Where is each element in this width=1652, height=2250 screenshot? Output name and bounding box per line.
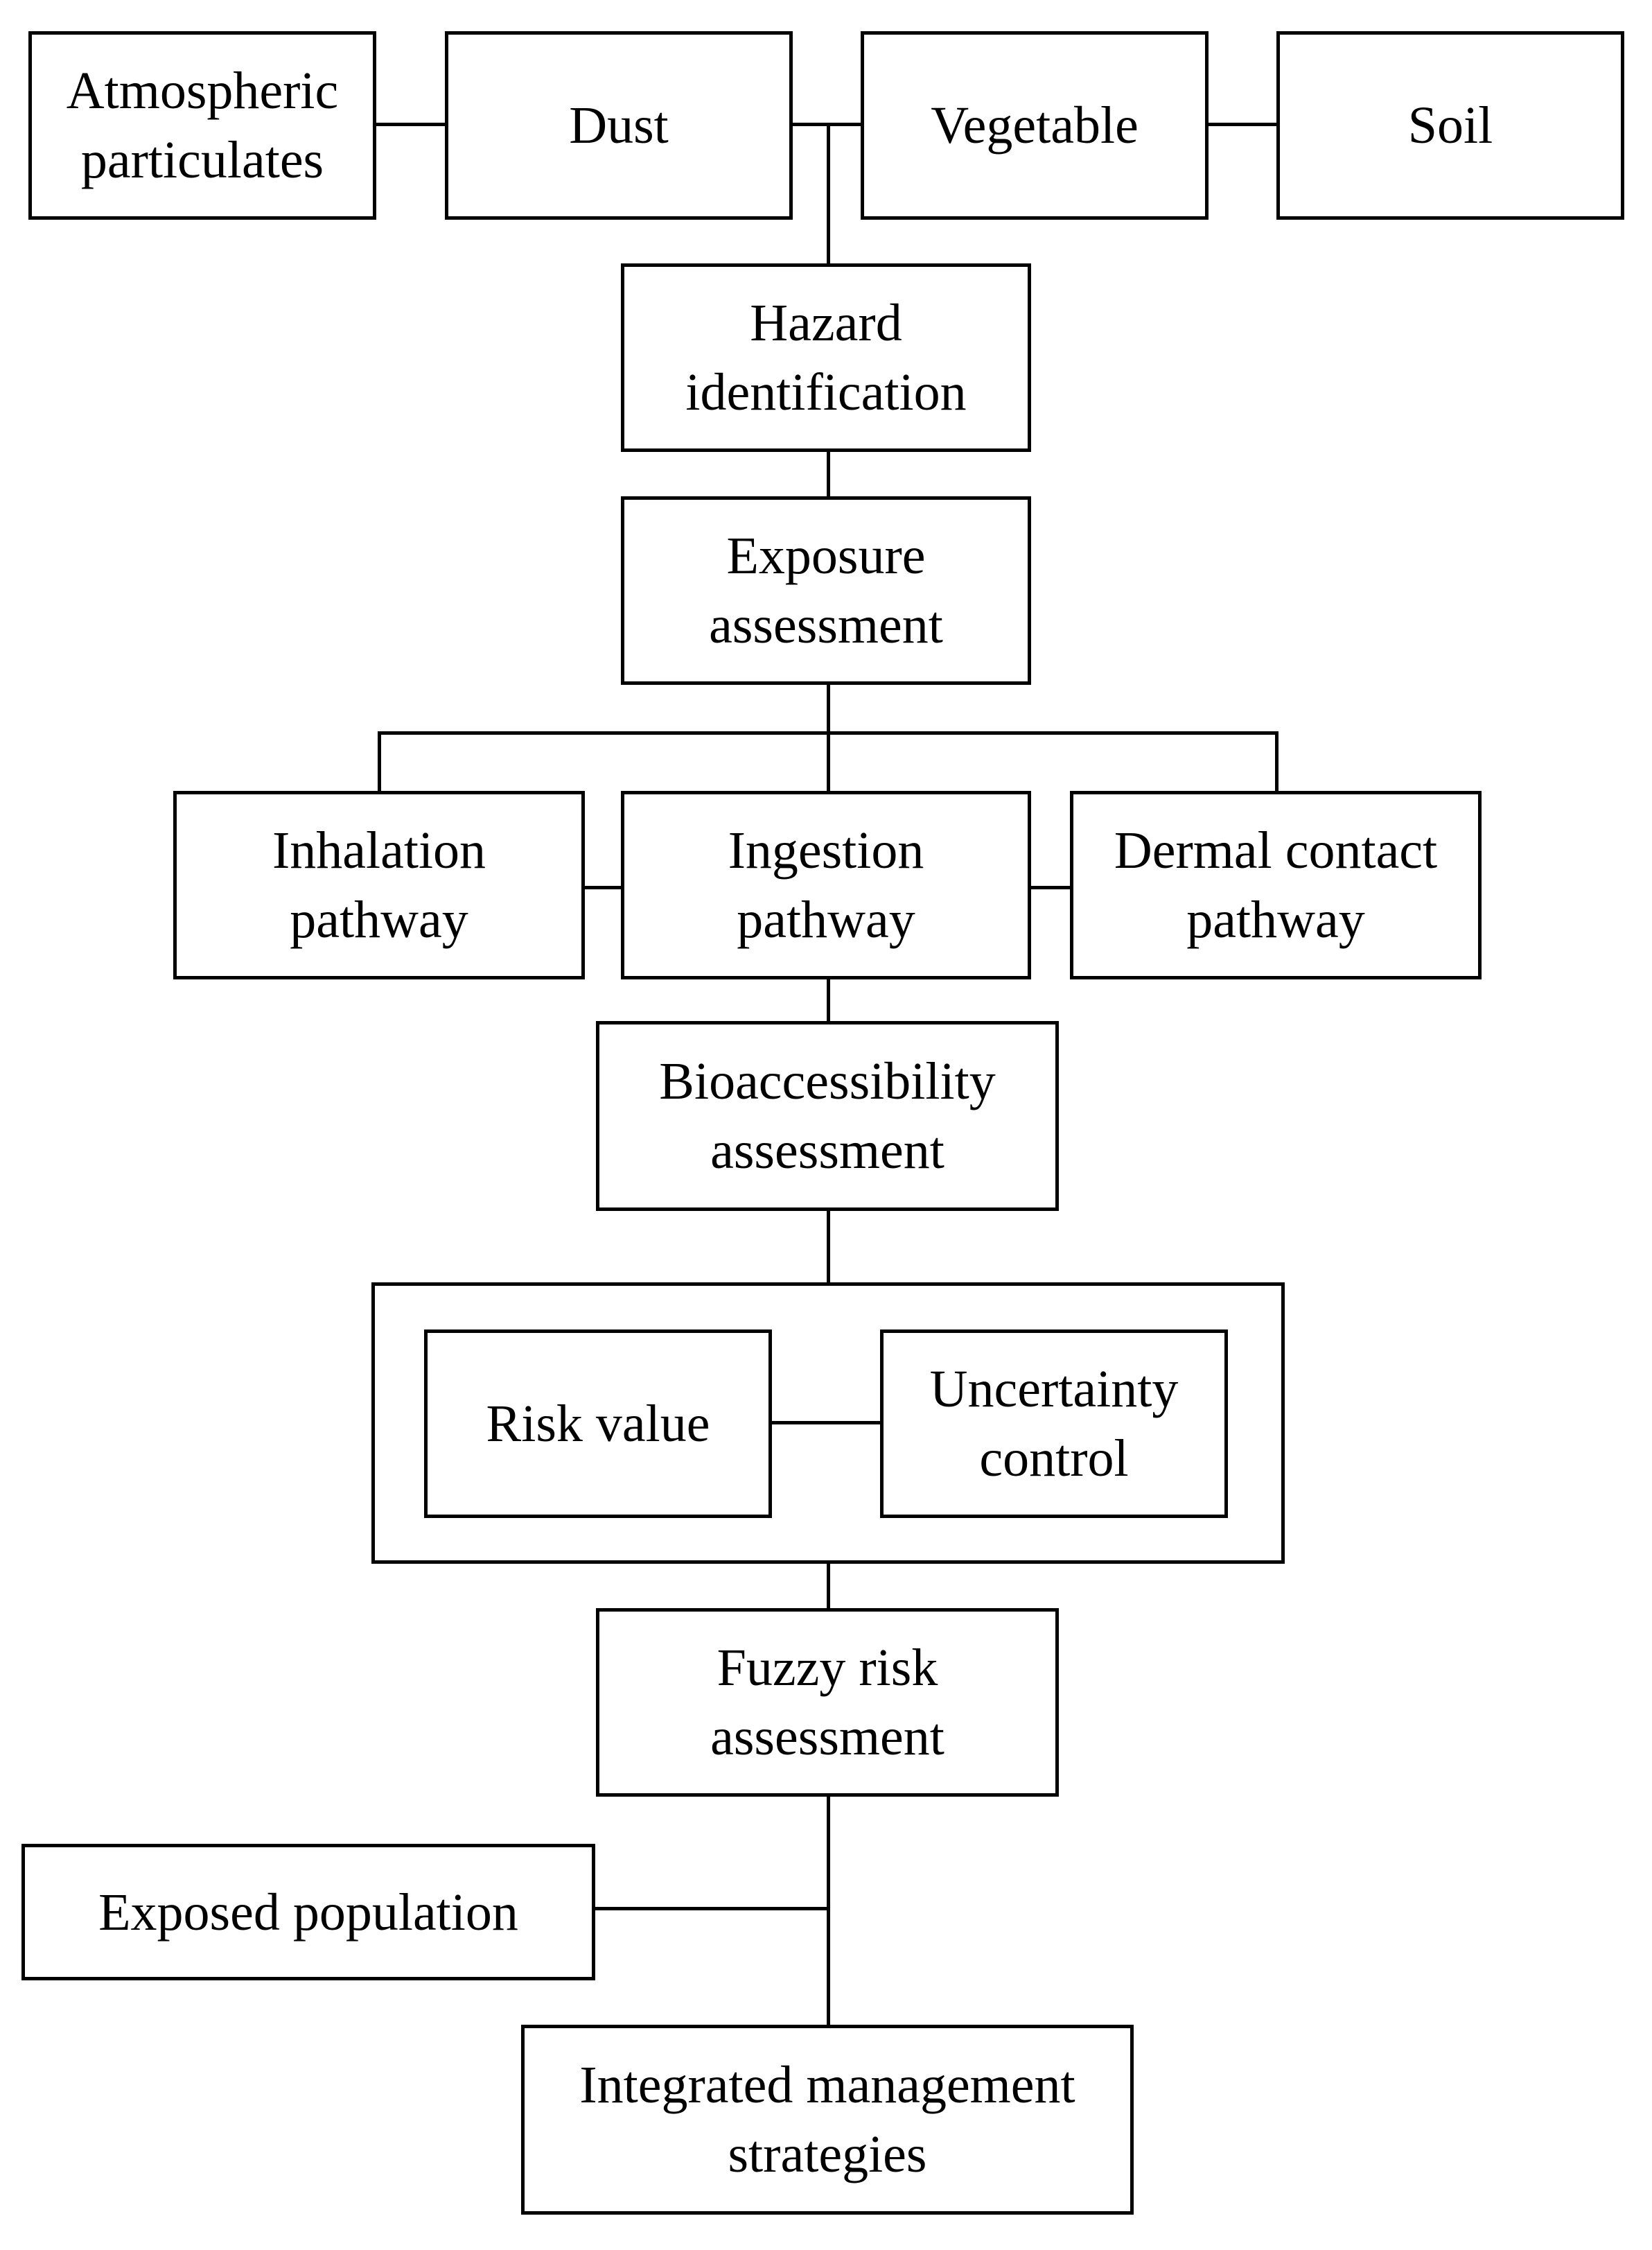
risk-value-box: Risk value [424, 1329, 772, 1518]
connector-branch-dermal [1275, 731, 1278, 794]
inhalation-pathway-box: Inhalation pathway [173, 791, 585, 979]
dermal-contact-pathway-label: Dermal contact pathway [1114, 821, 1438, 949]
uncertainty-control-label: Uncertainty control [929, 1360, 1179, 1488]
connector-ingestion-bioaccessibility [827, 977, 830, 1024]
dust-label: Dust [569, 96, 669, 155]
bioaccessibility-assessment-box: Bioaccessibility assessment [596, 1021, 1059, 1211]
connector-sources-to-hazard [827, 123, 830, 265]
fuzzy-risk-assessment-label: Fuzzy risk assessment [710, 1639, 944, 1766]
dermal-contact-pathway-box: Dermal contact pathway [1070, 791, 1482, 979]
integrated-management-strategies-label: Integrated management strategies [579, 2056, 1075, 2183]
connector-bioaccessibility-risk-group [827, 1209, 830, 1285]
connector-riskvalue-uncertainty [771, 1421, 883, 1424]
connector-exposed-population [592, 1907, 830, 1910]
connector-exposure-branch-stem [827, 683, 830, 794]
connector-ingestion-dermal [1031, 886, 1070, 889]
hazard-identification-label: Hazard identification [685, 294, 967, 421]
uncertainty-control-box: Uncertainty control [880, 1329, 1228, 1518]
bioaccessibility-assessment-label: Bioaccessibility assessment [659, 1052, 996, 1180]
vegetable-label: Vegetable [931, 96, 1139, 155]
connector-pathway-branch-bar [378, 731, 1278, 735]
exposed-population-box: Exposed population [21, 1844, 595, 1980]
soil-box: Soil [1276, 31, 1624, 220]
risk-group-frame [371, 1282, 1285, 1564]
atmospheric-particulates-box: Atmospheric particulates [28, 31, 376, 220]
inhalation-pathway-label: Inhalation pathway [272, 821, 486, 949]
fuzzy-risk-assessment-box: Fuzzy risk assessment [596, 1608, 1059, 1797]
exposure-assessment-label: Exposure assessment [709, 527, 943, 654]
hazard-identification-box: Hazard identification [621, 263, 1031, 452]
connector-branch-inhalation [378, 731, 381, 794]
soil-label: Soil [1407, 96, 1493, 155]
ingestion-pathway-label: Ingestion pathway [728, 821, 924, 949]
connector-hazard-exposure [827, 451, 830, 499]
dust-box: Dust [445, 31, 793, 220]
connector-fuzzy-management [827, 1795, 830, 2027]
ingestion-pathway-box: Ingestion pathway [621, 791, 1031, 979]
connector-inhalation-ingestion [583, 886, 624, 889]
risk-value-label: Risk value [486, 1395, 710, 1453]
connector-vegetable-soil [1209, 123, 1279, 126]
atmospheric-particulates-label: Atmospheric particulates [66, 62, 339, 189]
integrated-management-strategies-box: Integrated management strategies [521, 2025, 1134, 2215]
exposure-assessment-box: Exposure assessment [621, 496, 1031, 685]
vegetable-box: Vegetable [861, 31, 1209, 220]
exposed-population-label: Exposed population [98, 1883, 518, 1942]
connector-risk-group-fuzzy [827, 1561, 830, 1611]
connector-atmospheric-dust [376, 123, 448, 126]
